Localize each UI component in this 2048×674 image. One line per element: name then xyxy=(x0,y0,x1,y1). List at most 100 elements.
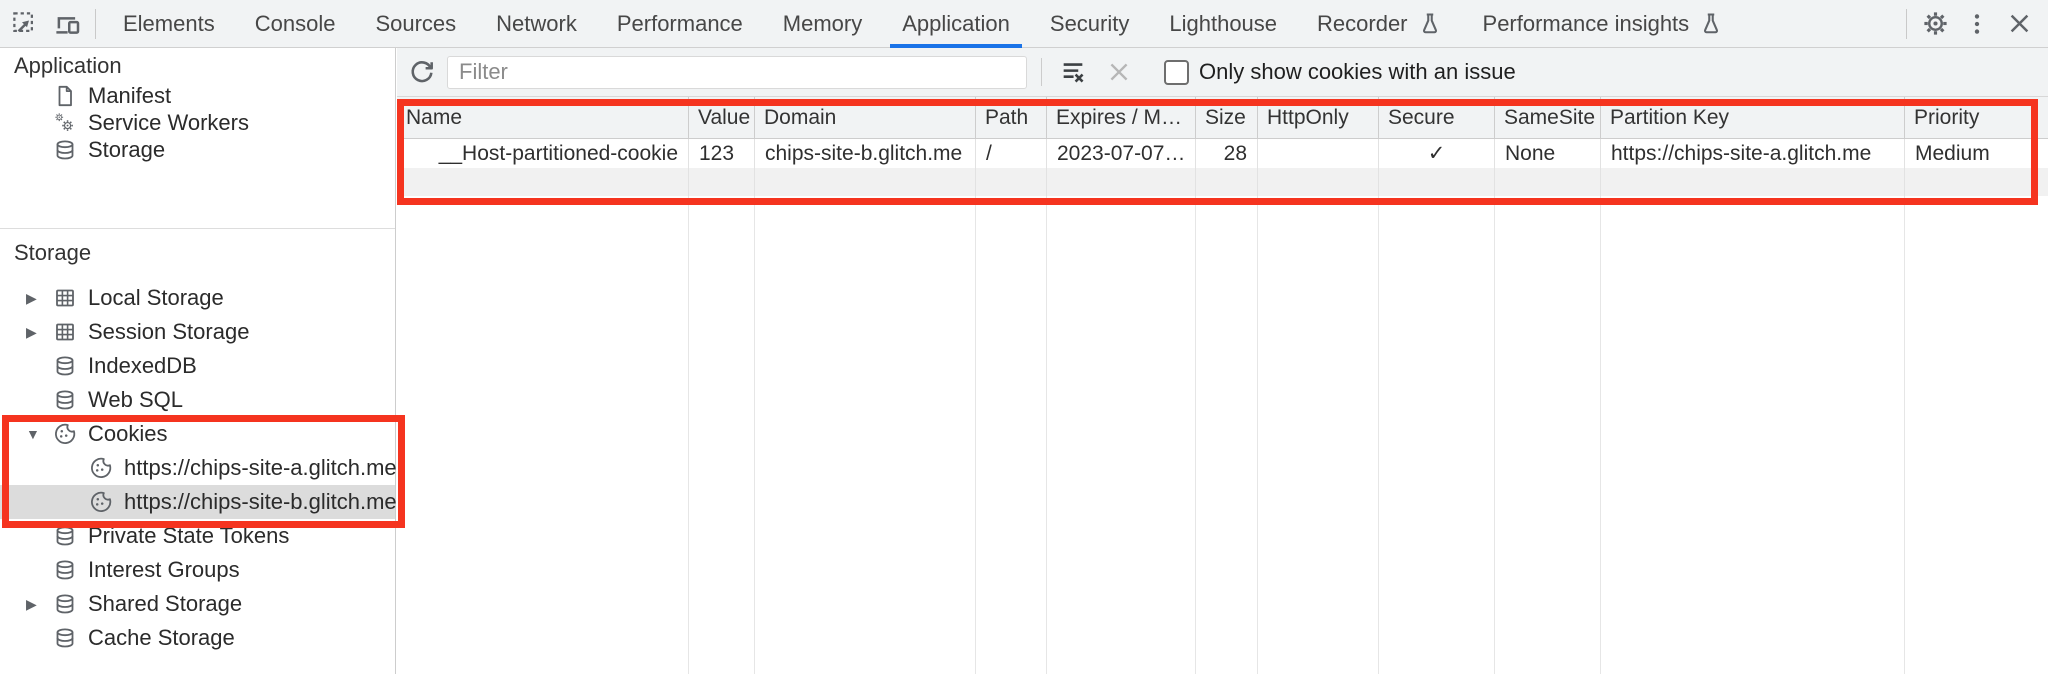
cookie-cell-partition-key[interactable]: https://chips-site-a.glitch.me xyxy=(1601,139,1905,168)
cookie-cell-path[interactable]: / xyxy=(976,139,1047,168)
tab-sources[interactable]: Sources xyxy=(355,0,476,48)
expander-collapsed-icon[interactable]: ▶ xyxy=(26,595,37,612)
close-devtools-icon[interactable] xyxy=(1998,3,2040,45)
sidebar-item-storage[interactable]: Storage xyxy=(0,136,395,163)
column-header-value[interactable]: Value xyxy=(689,97,755,139)
application-panel-sidebar: Application Manifest Service Workers Sto… xyxy=(0,48,397,674)
filter-input[interactable] xyxy=(447,55,1027,89)
tab-security[interactable]: Security xyxy=(1030,0,1149,48)
cookie-cell-secure[interactable]: ✓ xyxy=(1379,139,1495,168)
empty-row-cell xyxy=(1601,168,1905,196)
tab-memory[interactable]: Memory xyxy=(763,0,882,48)
table-filler-cell xyxy=(689,196,755,674)
column-header-secure[interactable]: Secure xyxy=(1379,97,1495,139)
cookie-cell-name[interactable]: __Host-partitioned-cookie xyxy=(397,139,689,168)
column-header-partition-key[interactable]: Partition Key xyxy=(1601,97,1905,139)
sidebar-item-service-workers[interactable]: Service Workers xyxy=(0,109,395,136)
tab-console[interactable]: Console xyxy=(235,0,356,48)
database-icon xyxy=(52,524,78,548)
sidebar-item-label: Shared Storage xyxy=(88,591,243,616)
sidebar-item-indexeddb[interactable]: IndexedDB xyxy=(0,349,395,383)
table-filler-cell xyxy=(1379,196,1495,674)
clear-filter-icon[interactable] xyxy=(1054,53,1092,91)
tab-label: Console xyxy=(254,10,336,36)
sidebar-item-cookies-chips-site-a[interactable]: https://chips-site-a.glitch.me xyxy=(0,451,397,485)
tabbar-right-controls xyxy=(1899,3,2048,45)
table-filler-cell xyxy=(1047,196,1196,674)
sidebar-item-local-storage[interactable]: ▶ Local Storage xyxy=(0,281,395,315)
expander-collapsed-icon[interactable]: ▶ xyxy=(26,323,37,340)
empty-row-cell xyxy=(755,168,976,196)
tab-recorder[interactable]: Recorder xyxy=(1297,0,1462,48)
tab-label: Performance xyxy=(616,10,743,36)
tab-performance-insights[interactable]: Performance insights xyxy=(1463,0,1745,48)
tab-performance[interactable]: Performance xyxy=(597,0,763,48)
column-header-samesite[interactable]: SameSite xyxy=(1495,97,1601,139)
sidebar-item-cookies[interactable]: ▼ Cookies xyxy=(0,417,395,451)
tab-lighthouse[interactable]: Lighthouse xyxy=(1149,0,1297,48)
sidebar-item-manifest[interactable]: Manifest xyxy=(0,82,395,109)
sidebar-item-label: Manifest xyxy=(88,82,172,108)
tab-label: Performance insights xyxy=(1482,10,1690,36)
experimental-flask-icon xyxy=(1698,11,1724,37)
cookie-cell-domain[interactable]: chips-site-b.glitch.me xyxy=(755,139,976,168)
tab-label: Lighthouse xyxy=(1169,10,1278,36)
column-header-path[interactable]: Path xyxy=(976,97,1047,139)
table-filler-cell xyxy=(1601,196,1905,674)
toolbar-divider xyxy=(1906,8,1907,39)
cookie-cell-size[interactable]: 28 xyxy=(1196,139,1258,168)
sidebar-section-divider xyxy=(0,228,395,229)
tab-elements[interactable]: Elements xyxy=(103,0,235,48)
toolbar-divider xyxy=(1041,58,1042,86)
tab-application[interactable]: Application xyxy=(882,0,1030,48)
refresh-icon[interactable] xyxy=(403,53,441,91)
sidebar-item-session-storage[interactable]: ▶ Session Storage xyxy=(0,315,395,349)
settings-gear-icon[interactable] xyxy=(1914,3,1956,45)
cookie-cell-expires[interactable]: 2023-07-07… xyxy=(1047,139,1196,168)
empty-row-cell xyxy=(1047,168,1196,196)
column-header-priority[interactable]: Priority xyxy=(1905,97,2048,139)
storage-section-items: ▶ Local Storage ▶ Session Storage Indexe… xyxy=(0,281,397,655)
cookies-table: Name Value Domain Path Expires / M… Size… xyxy=(397,97,2048,674)
column-header-domain[interactable]: Domain xyxy=(755,97,976,139)
sidebar-item-shared-storage[interactable]: ▶ Shared Storage xyxy=(0,587,395,621)
devtools-tabbar: Elements Console Sources Network Perform… xyxy=(0,0,2048,48)
cookies-toolbar: Only show cookies with an issue xyxy=(397,48,2048,97)
cookie-cell-samesite[interactable]: None xyxy=(1495,139,1601,168)
sidebar-item-private-state-tokens[interactable]: Private State Tokens xyxy=(0,519,395,553)
tab-network[interactable]: Network xyxy=(476,0,597,48)
cookie-cell-httponly[interactable] xyxy=(1258,139,1379,168)
expander-collapsed-icon[interactable]: ▶ xyxy=(26,289,37,306)
expander-expanded-icon[interactable]: ▼ xyxy=(26,426,40,442)
database-icon xyxy=(52,592,78,616)
only-issue-checkbox[interactable] xyxy=(1164,59,1189,85)
database-icon xyxy=(52,626,78,650)
more-options-icon[interactable] xyxy=(1956,3,1998,45)
column-header-expires[interactable]: Expires / M… xyxy=(1047,97,1196,139)
cookie-icon xyxy=(52,422,78,446)
cookie-icon xyxy=(88,490,114,514)
sidebar-item-cookies-chips-site-b[interactable]: https://chips-site-b.glitch.me xyxy=(0,485,397,519)
table-filler-cell xyxy=(397,196,689,674)
document-icon xyxy=(52,84,78,108)
cookie-cell-priority[interactable]: Medium xyxy=(1905,139,2048,168)
sidebar-item-web-sql[interactable]: Web SQL xyxy=(0,383,395,417)
clear-icon[interactable] xyxy=(1100,53,1138,91)
inspect-element-icon[interactable] xyxy=(4,3,46,45)
column-header-size[interactable]: Size xyxy=(1196,97,1258,139)
device-toolbar-icon[interactable] xyxy=(46,3,88,45)
section-title-storage: Storage xyxy=(14,240,92,265)
sidebar-item-label: Storage xyxy=(88,136,166,162)
cookie-cell-value[interactable]: 123 xyxy=(689,139,755,168)
database-icon xyxy=(52,138,78,162)
sidebar-item-label: Local Storage xyxy=(88,285,224,310)
table-filler-cell xyxy=(976,196,1047,674)
sidebar-item-interest-groups[interactable]: Interest Groups xyxy=(0,553,395,587)
empty-row-cell xyxy=(689,168,755,196)
database-icon xyxy=(52,388,78,412)
column-header-httponly[interactable]: HttpOnly xyxy=(1258,97,1379,139)
tab-label: Network xyxy=(496,10,577,36)
sidebar-item-cache-storage[interactable]: Cache Storage xyxy=(0,621,395,655)
sidebar-item-label: Private State Tokens xyxy=(88,523,290,548)
column-header-name[interactable]: Name xyxy=(397,97,689,139)
